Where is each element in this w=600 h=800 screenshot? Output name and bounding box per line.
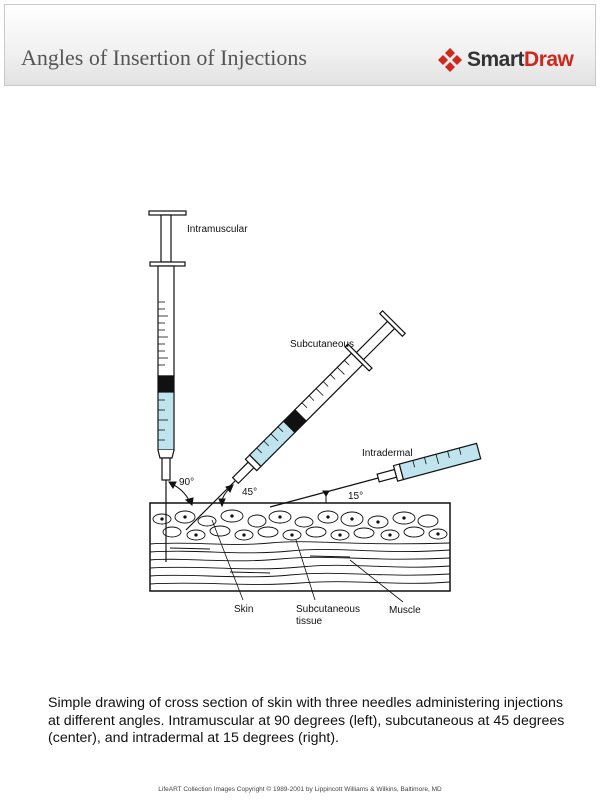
tissue-cross-section	[149, 502, 451, 592]
label-muscle: Muscle	[389, 605, 421, 616]
label-subcutaneous-tissue-2: tissue	[296, 616, 323, 627]
label-subcutaneous-tissue-1: Subcutaneous	[296, 604, 360, 615]
label-angle-45: 45°	[242, 487, 257, 498]
intradermal-syringe	[269, 442, 482, 508]
logo-smart: Smart	[467, 48, 525, 71]
diamond-cluster-icon	[438, 48, 462, 72]
muscle-fibres	[150, 541, 450, 585]
label-intramuscular: Intramuscular	[187, 224, 248, 235]
label-subcutaneous: Subcutaneous	[290, 339, 354, 350]
angle-marker-15	[285, 490, 345, 504]
label-angle-15: 15°	[348, 491, 363, 502]
logo-draw: Draw	[524, 48, 574, 71]
leader-lines	[211, 519, 404, 603]
angle-arc-90	[168, 481, 194, 506]
copyright-notice: LifeART Collection Images Copyright © 19…	[158, 786, 442, 793]
logo-wordmark: SmartDraw	[467, 48, 574, 72]
subcutaneous-syringe	[185, 309, 407, 531]
page-title: Angles of Insertion of Injections	[21, 45, 307, 70]
header-banner: Angles of Insertion of Injections SmartD…	[4, 4, 596, 86]
fat-cells	[152, 509, 448, 541]
label-skin: Skin	[234, 604, 253, 615]
label-intradermal: Intradermal	[362, 448, 413, 459]
smartdraw-logo: SmartDraw	[437, 47, 574, 73]
figure-caption: Simple drawing of cross section of skin …	[48, 695, 565, 746]
angle-arc-45	[218, 484, 234, 508]
intramuscular-syringe	[148, 210, 187, 562]
label-angle-90: 90°	[179, 477, 194, 488]
